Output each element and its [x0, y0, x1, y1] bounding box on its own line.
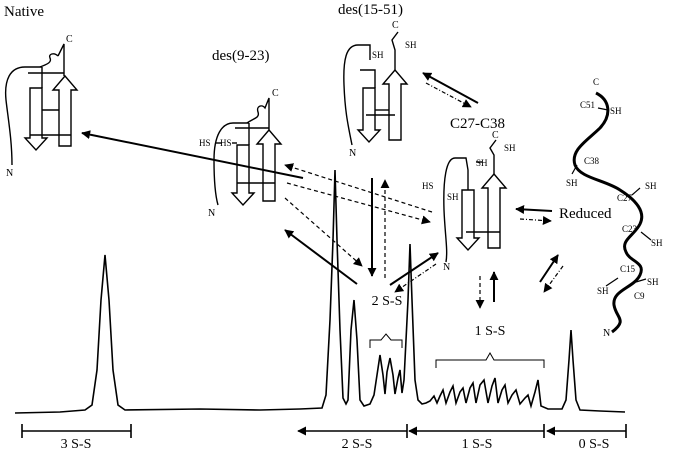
arrow-2ss-to-c27c38: [389, 252, 439, 286]
reduced-n-terminus: N: [603, 328, 610, 339]
c27-c38-hs-1: HS: [422, 181, 434, 191]
c27-c38-c-terminus: C: [492, 130, 499, 141]
axis-2ss-label: 2 S-S: [342, 437, 373, 451]
arrow-reduced-to-c27c38: [515, 204, 553, 214]
des9-23-hs-1: HS: [199, 138, 211, 148]
des9-23-structure: [213, 97, 283, 207]
native-structure: [4, 43, 79, 166]
des9-23-hs-2: HS: [220, 138, 232, 148]
des15-51-sh-2: SH: [405, 40, 417, 50]
des9-23-n-terminus: N: [208, 208, 215, 219]
arrow-1ss-to-reduced: [539, 254, 559, 283]
reduced-label: Reduced: [559, 206, 612, 222]
axis-2ss: 2 S-S: [297, 424, 408, 451]
chain-c51: C51: [580, 100, 595, 110]
des15-51-sh-1: SH: [372, 50, 384, 60]
des15-51-label: des(15-51): [338, 2, 403, 18]
c27-c38-label: C27-C38: [450, 116, 505, 132]
c27-c38-n-terminus: N: [443, 262, 450, 273]
chain-c9-sh: SH: [647, 277, 659, 287]
arrow-c27c38-to-des9-23-dash: [284, 163, 433, 213]
arrow-des9-23-to-2ss-dash: [284, 197, 363, 267]
chromatogram-trace: [14, 169, 626, 414]
axis-0ss: 0 S-S: [546, 424, 627, 451]
des15-51-c-terminus: C: [392, 20, 399, 31]
arrow-c27c38-to-2ss-dash: [394, 263, 437, 293]
des9-23-label: des(9-23): [212, 48, 269, 64]
axis-1ss-label: 1 S-S: [462, 437, 493, 451]
arrow-des9-23-to-c27c38-dash: [286, 182, 431, 225]
arrow-native: [81, 130, 304, 179]
arrow-c27c38-to-des15-51: [422, 72, 479, 104]
arrow-des15-51-to-c27c38-dash: [425, 82, 472, 108]
chain-c9: C9: [634, 291, 645, 301]
chain-c38: C38: [584, 156, 600, 166]
reduced-side-chains: [571, 107, 652, 287]
chain-c23: C23: [622, 224, 638, 234]
chain-c51-sh: SH: [610, 106, 622, 116]
chain-c27-sh: SH: [645, 181, 657, 191]
axis-0ss-label: 0 S-S: [579, 437, 610, 451]
reduced-chain: [572, 91, 644, 334]
native-n-terminus: N: [6, 168, 13, 179]
chain-c38-sh: SH: [566, 178, 578, 188]
des9-23-c-terminus: C: [272, 88, 279, 99]
chain-c15: C15: [620, 264, 636, 274]
native-label: Native: [4, 4, 44, 20]
c27-c38-sh-3: SH: [447, 192, 459, 202]
chain-c15-sh: SH: [597, 286, 609, 296]
chain-c23-sh: SH: [651, 238, 663, 248]
axis-3ss: 3 S-S: [21, 424, 132, 451]
des15-51-n-terminus: N: [349, 148, 356, 159]
des15-51-structure: [343, 31, 409, 146]
brace-1ss: [435, 351, 545, 368]
arrow-c27c38-to-reduced-dash: [519, 215, 552, 225]
reduced-c-terminus: C: [593, 77, 599, 87]
axis-1ss: 1 S-S: [408, 424, 545, 451]
arrow-reduced-to-1ss-dash: [543, 265, 564, 293]
ss1-peak-label: 1 S-S: [475, 324, 506, 339]
native-c-terminus: C: [66, 34, 73, 45]
ss2-peak-label: 2 S-S: [372, 294, 403, 309]
axis-3ss-label: 3 S-S: [61, 437, 92, 451]
brace-2ss: [369, 333, 403, 348]
c27-c38-sh-2: SH: [504, 143, 516, 153]
arrow-2ss-to-des9-23: [284, 229, 358, 285]
c27-c38-sh-1: SH: [476, 158, 488, 168]
chain-c27: C27: [617, 193, 633, 203]
c27-c38-structure: [443, 139, 508, 263]
